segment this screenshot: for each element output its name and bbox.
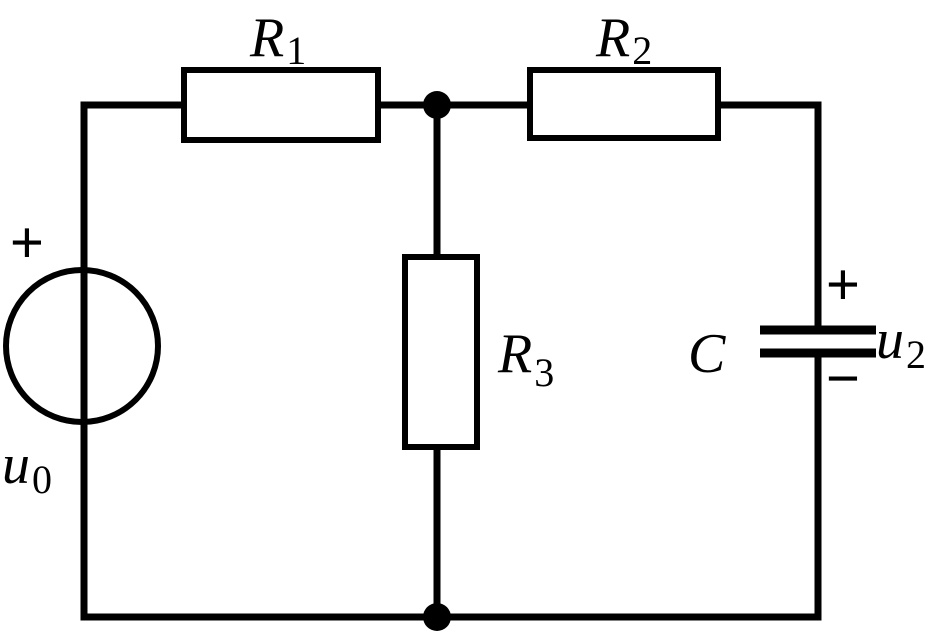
label-r3: R3 bbox=[497, 323, 554, 395]
resistor-r2 bbox=[527, 67, 721, 141]
label-r2: R2 bbox=[595, 7, 652, 73]
resistor-r1 bbox=[181, 67, 381, 143]
capacitor-plus-sign: + bbox=[826, 252, 860, 317]
node-bottom bbox=[423, 603, 451, 631]
voltage-source-u0 bbox=[3, 266, 161, 429]
label-u0: u0 bbox=[2, 434, 52, 502]
resistor-r3 bbox=[402, 254, 480, 450]
node-top bbox=[423, 91, 451, 119]
label-u2: u2 bbox=[876, 309, 926, 377]
capacitor-c bbox=[760, 325, 876, 358]
label-r1: R1 bbox=[249, 7, 306, 73]
label-c: C bbox=[688, 323, 726, 385]
source-plus-sign: + bbox=[10, 210, 44, 275]
wire-left-top bbox=[80, 101, 188, 274]
capacitor-minus-sign: − bbox=[826, 346, 860, 411]
wire-r2-right bbox=[714, 101, 822, 334]
